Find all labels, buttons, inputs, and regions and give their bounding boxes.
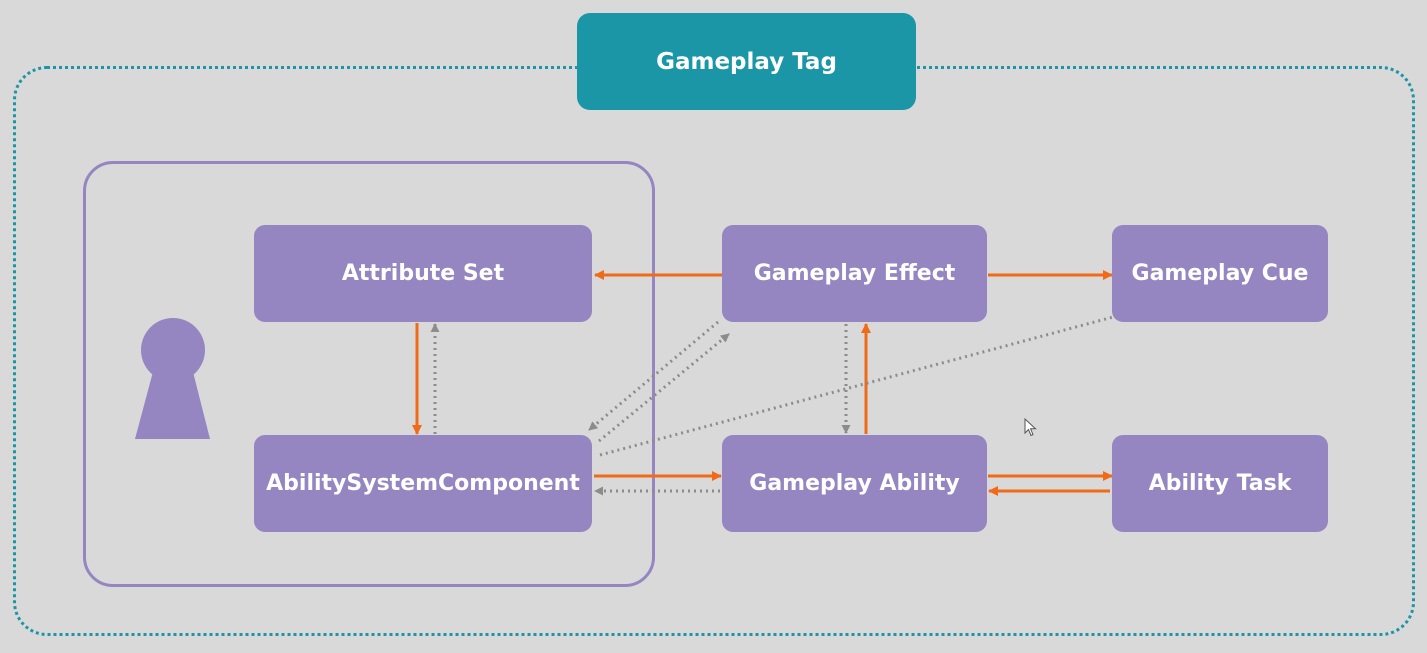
edge-asc-to-effect-dotted [598, 332, 730, 443]
edge-effect-to-asc-dotted [588, 320, 719, 432]
actor-frame [83, 161, 655, 587]
ability-system-component-node: AbilitySystemComponent [254, 435, 592, 532]
edge-asc-to-cue-dotted [599, 310, 1129, 457]
gameplay-ability-node: Gameplay Ability [722, 435, 987, 532]
attribute-set-node: Attribute Set [254, 225, 592, 322]
actor-icon [135, 318, 210, 439]
gameplay-tag-node: Gameplay Tag [577, 13, 916, 110]
gameplay-effect-node: Gameplay Effect [722, 225, 987, 322]
mouse-cursor-icon [1024, 418, 1037, 437]
ability-task-node: Ability Task [1112, 435, 1328, 532]
gameplay-cue-node: Gameplay Cue [1112, 225, 1328, 322]
